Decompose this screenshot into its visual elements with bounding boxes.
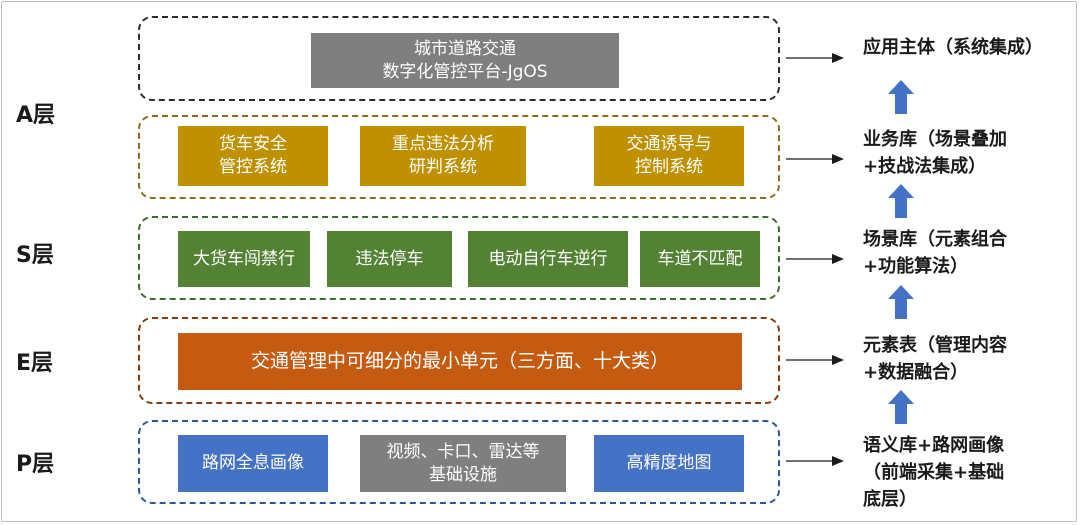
side-arrow-icon xyxy=(786,154,844,164)
systems-container xyxy=(138,115,780,199)
scene-illegal-parking-box: 违法停车 xyxy=(327,231,452,287)
up-arrow-icon xyxy=(888,390,914,424)
infrastructure-box: 视频、卡口、雷达等 基础设施 xyxy=(360,435,566,492)
scene-ebike-wrong-way-box: 电动自行车逆行 xyxy=(468,231,628,287)
side-arrow-icon xyxy=(786,53,844,63)
s-layer-container xyxy=(138,216,780,300)
right-label-scene-lib: 场景库（元素组合 +功能算法） xyxy=(863,229,1007,277)
right-label-element-table: 元素表（管理内容 +数据融合） xyxy=(863,335,1007,383)
hd-map-box: 高精度地图 xyxy=(594,435,744,492)
p-layer-container xyxy=(138,420,780,504)
a-layer-container xyxy=(138,16,780,101)
freight-safety-system-box: 货车安全 管控系统 xyxy=(178,126,328,186)
up-arrow-icon xyxy=(888,285,914,319)
up-arrow-icon xyxy=(888,80,914,114)
platform-box: 城市道路交通 数字化管控平台-JgOS xyxy=(311,33,619,88)
violation-analysis-system-box: 重点违法分析 研判系统 xyxy=(360,126,526,186)
layer-label-e: E层 xyxy=(16,351,54,376)
layer-label-s: S层 xyxy=(16,243,54,268)
right-label-semantic-lib: 语义库+路网画像 （前端采集+基础 底层） xyxy=(863,435,1005,510)
right-label-business-lib: 业务库（场景叠加 +技战法集成） xyxy=(863,129,1007,177)
layer-label-a: A层 xyxy=(16,103,56,128)
layer-label-p: P层 xyxy=(16,452,55,477)
road-network-portrait-box: 路网全息画像 xyxy=(178,435,328,492)
traffic-guidance-system-box: 交通诱导与 控制系统 xyxy=(594,126,744,186)
side-arrow-icon xyxy=(786,355,844,365)
side-arrow-icon xyxy=(786,254,844,264)
right-label-application: 应用主体（系统集成） xyxy=(863,37,1043,58)
scene-lane-mismatch-box: 车道不匹配 xyxy=(640,231,760,287)
up-arrow-icon xyxy=(888,184,914,218)
scene-truck-ban-box: 大货车闯禁行 xyxy=(178,231,310,287)
element-unit-box: 交通管理中可细分的最小单元（三方面、十大类） xyxy=(178,333,742,390)
e-layer-container xyxy=(138,317,780,404)
side-arrow-icon xyxy=(786,456,844,466)
